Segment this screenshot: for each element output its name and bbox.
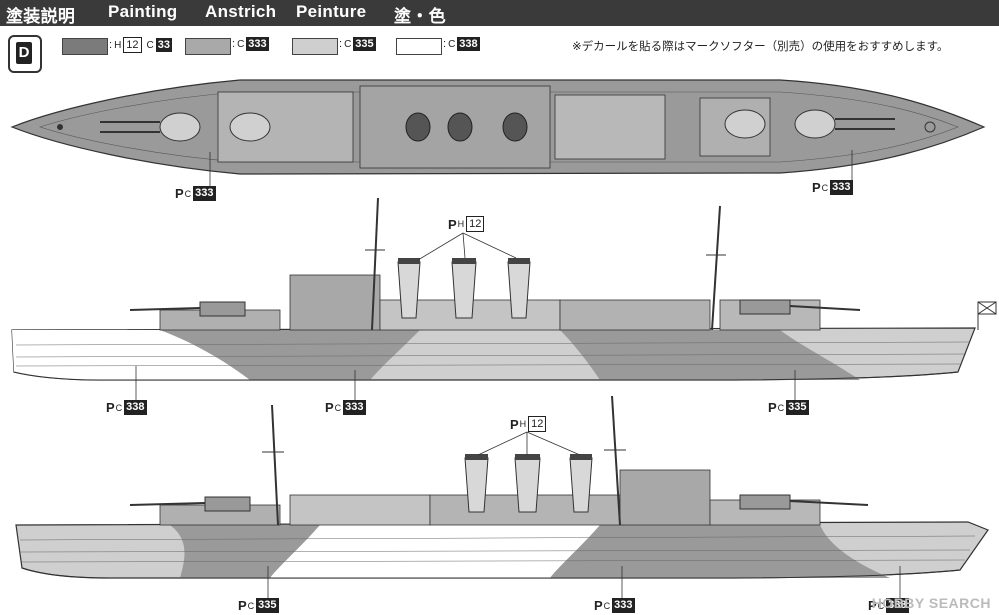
legend-swatch-white	[396, 38, 442, 55]
step-badge: D	[8, 35, 42, 73]
legend-swatch-light-grey	[292, 38, 338, 55]
side-view-1-ship	[11, 197, 997, 381]
side-view-2-ship	[15, 395, 989, 579]
decal-note: ※デカールを貼る際はマークソフター（別売）の使用をおすすめします。	[572, 41, 949, 53]
watermark: HOBBY SEARCH	[871, 595, 991, 611]
legend-swatch-mid-grey	[185, 38, 231, 55]
step-badge-letter: D	[16, 42, 32, 64]
top-view-hull	[10, 79, 986, 175]
title-en: Painting	[108, 2, 178, 21]
title-jp: 塗装説明	[6, 7, 76, 26]
title-color: 塗・色	[394, 7, 446, 26]
title-de: Anstrich	[205, 2, 277, 21]
legend-swatch-dark-grey	[62, 38, 108, 55]
title-fr: Peinture	[296, 2, 367, 21]
header-bar: 塗装説明 Painting Anstrich Peinture 塗・色	[0, 0, 999, 26]
